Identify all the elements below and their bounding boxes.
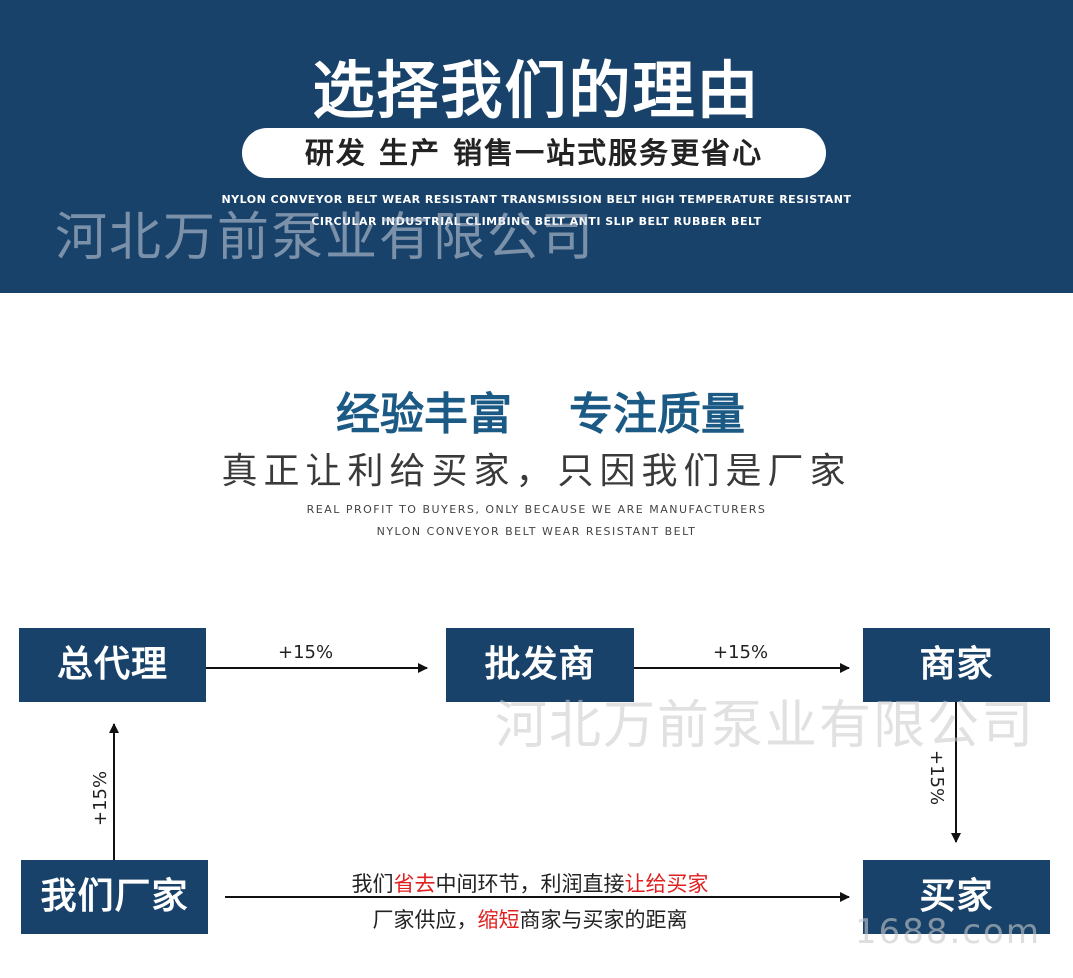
box-manufacturer: 我们厂家 [21,860,208,934]
banner-english-line-2: CIRCULAR INDUSTRIAL CLIMBING BELT ANTI S… [311,215,762,228]
company-watermark: 河北万前泵业有限公司 [55,208,596,268]
box-wholesaler: 批发商 [446,628,634,702]
box-merchant: 商家 [863,628,1050,702]
domain-watermark: 1688.com [855,912,1041,952]
note-text: 商家与买家的距离 [519,908,688,932]
box-buyer: 买家 [863,860,1050,934]
banner-english-line-1: NYLON CONVEYOR BELT WEAR RESISTANT TRANS… [221,193,852,206]
note-text: 我们 [351,872,394,896]
note-highlight: 省去 [393,872,436,896]
note-line-2: 厂家供应，缩短商家与买家的距离 [240,904,820,934]
markup-label-4: +15% [90,770,111,826]
note-highlight: 缩短 [477,908,520,932]
note-highlight: 让给买家 [624,872,709,896]
headline-experience: 经验丰富 [336,389,512,440]
markup-label-3: +15% [926,750,947,806]
note-line-1: 我们省去中间环节，利润直接让给买家 [240,868,820,898]
note-text: 中间环节，利润直接 [435,872,625,896]
english-subline-1: REAL PROFIT TO BUYERS, ONLY BECAUSE WE A… [306,503,767,516]
banner-slogan-pill: 研发 生产 销售一站式服务更省心 [242,128,826,178]
banner-title: 选择我们的理由 [312,54,761,127]
headline-quality: 专注质量 [569,389,745,440]
markup-label-1: +15% [278,642,334,663]
english-subline-2: NYLON CONVEYOR BELT WEAR RESISTANT BELT [376,525,697,538]
markup-label-2: +15% [713,642,769,663]
header-banner: 选择我们的理由 研发 生产 销售一站式服务更省心 NYLON CONVEYOR … [0,0,1073,293]
note-text: 厂家供应， [372,908,478,932]
company-watermark: 河北万前泵业有限公司 [495,696,1036,756]
box-general-agent: 总代理 [19,628,206,702]
subline-profit: 真正让利给买家，只因我们是厂家 [221,451,852,492]
